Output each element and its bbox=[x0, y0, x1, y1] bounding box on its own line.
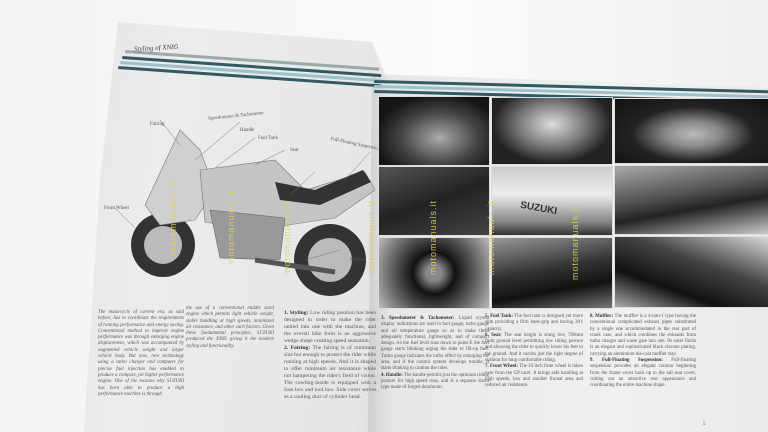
watermark: motomanuals.it bbox=[486, 200, 496, 276]
engine bbox=[209, 209, 286, 261]
watermark: motomanuals.it bbox=[570, 205, 580, 281]
photo-seat bbox=[614, 165, 768, 235]
styling-fairing-column: 1. Styling: Low riding position has been… bbox=[284, 310, 376, 401]
photo-fuel-tank: SUZUKI bbox=[491, 166, 613, 236]
label-seat: Seat bbox=[290, 148, 299, 153]
muffler-heading: 8. Muffler: bbox=[590, 314, 614, 319]
watermark: motomanuals.it bbox=[282, 200, 292, 276]
intro-column-2: the use of a conventional middle sized e… bbox=[186, 306, 274, 349]
photo-handlebar bbox=[378, 166, 490, 236]
seat bbox=[275, 170, 371, 205]
watermark: motomanuals.it bbox=[428, 200, 438, 276]
suspension-text: Full-floating suspension provides an ele… bbox=[590, 358, 696, 389]
intro-column-1: The motorcycle of current era, as said b… bbox=[98, 310, 184, 397]
label-front-wheel: Front Wheel bbox=[104, 206, 130, 211]
front-wheel bbox=[131, 213, 195, 277]
front-wheel-heading: 7. Front Wheel: bbox=[485, 364, 518, 370]
motorcycle-diagram bbox=[114, 119, 376, 296]
label-fuel-tank: Fuel Tank bbox=[258, 136, 278, 141]
specs-column-3: 8. Muffler: The muffler is a 4-into-1 ty… bbox=[590, 314, 696, 390]
fuel-tank-heading: 5. Fuel Tank: bbox=[485, 314, 513, 319]
tank-logo: SUZUKI bbox=[519, 199, 558, 218]
fairing-text: The fairing is of minimum size but enoug… bbox=[284, 345, 376, 400]
watermark: motomanuals.it bbox=[366, 200, 376, 276]
specs-column-2: 5. Fuel Tank: The fuel tank is designed … bbox=[485, 314, 583, 390]
photo-speedometer bbox=[614, 98, 768, 164]
fuel-tank-text: The fuel tank is designed yet more slim … bbox=[485, 314, 583, 332]
handle-heading: 4. Handle: bbox=[381, 372, 403, 378]
speedometer-heading: 3. Speedometer & Tachometer: bbox=[381, 316, 455, 321]
photo-suspension bbox=[614, 236, 768, 308]
watermark: motomanuals.it bbox=[226, 190, 236, 266]
styling-heading: 1. Styling: bbox=[284, 310, 309, 316]
handle-text: The handle permits just the optimum ridi… bbox=[381, 372, 489, 391]
watermark: motomanuals.it bbox=[168, 180, 178, 256]
seat-text: The seat height is stung low, 780mm from… bbox=[485, 332, 584, 364]
label-fairing: Fairing bbox=[150, 122, 165, 127]
photo-muffler bbox=[491, 237, 613, 309]
label-handle: Handle bbox=[240, 128, 255, 133]
seat-heading: 6. Seat: bbox=[485, 332, 502, 338]
specs-column-1: 3. Speedometer & Tachometer: Liquid crys… bbox=[381, 316, 489, 392]
label-muffler: Muffler bbox=[350, 258, 366, 263]
photo-side-view bbox=[378, 96, 490, 166]
photo-handle bbox=[491, 97, 613, 165]
styling-text: Low riding position has been designed in… bbox=[284, 310, 376, 344]
page-number: 5 bbox=[703, 422, 706, 427]
speedometer-text: Liquid crystal display indications are u… bbox=[381, 316, 489, 372]
fairing-heading: 2. Fairing: bbox=[284, 345, 311, 351]
front-wheel-text: The 16 inch front wheel is taken over fr… bbox=[485, 364, 584, 389]
suspension-heading: 9. Full-Floating Suspension: bbox=[590, 358, 663, 364]
muffler-text: The muffler is a 4-into-1 type having th… bbox=[590, 314, 696, 357]
exhaust bbox=[254, 257, 336, 275]
photo-front-wheel bbox=[378, 237, 490, 309]
